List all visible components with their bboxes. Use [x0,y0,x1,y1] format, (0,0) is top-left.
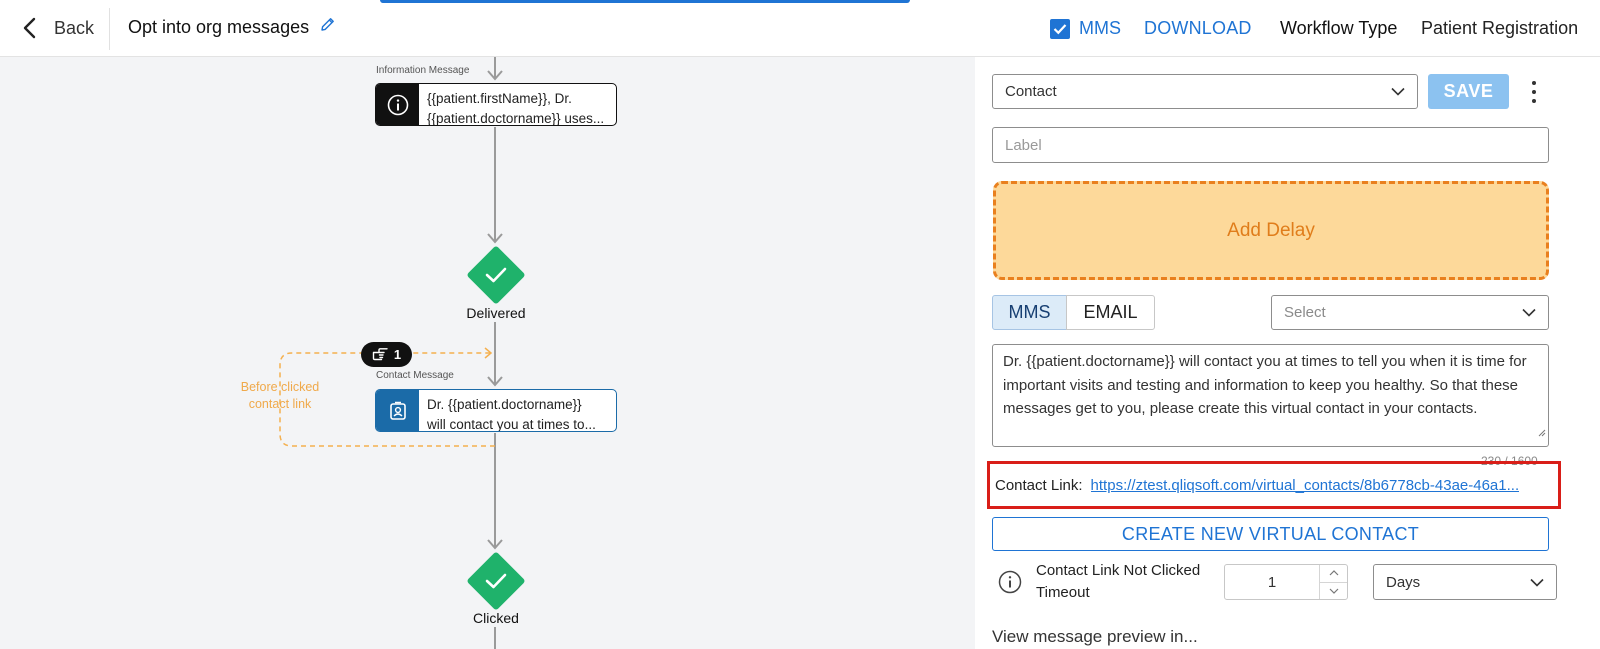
mms-checkbox[interactable]: MMS [1050,18,1121,39]
flow-connectors [279,57,503,649]
checkbox-checked-icon [1050,18,1070,39]
information-message-node[interactable]: {{patient.firstName}}, Dr. {{patient.doc… [375,83,617,126]
loading-bar [380,0,910,3]
information-message-text: {{patient.firstName}}, Dr. [427,91,572,106]
pencil-icon[interactable] [319,16,336,38]
click-count: 1 [393,347,402,362]
timeout-label: Contact Link Not Clicked Timeout [1036,562,1201,601]
create-virtual-contact-button[interactable]: CREATE NEW VIRTUAL CONTACT [992,517,1549,551]
tab-mms[interactable]: MMS [992,295,1067,330]
workflow-canvas[interactable]: Information Message {{patient.firstName}… [0,57,975,649]
clicked-label: Clicked [473,610,519,626]
timeout-unit-value: Days [1386,573,1421,591]
tab-email[interactable]: EMAIL [1066,295,1155,330]
add-delay-button[interactable]: Add Delay [993,181,1549,280]
message-preview-label: View message preview in... [992,627,1198,646]
node-type-value: Contact [1005,83,1057,100]
more-options-icon[interactable] [1526,75,1542,109]
workflow-type-value: Patient Registration [1421,18,1579,38]
pointing-hand-icon [372,346,389,364]
top-bar: Back Opt into org messages MMS DOWNLOAD … [0,0,1600,57]
contact-message-node[interactable]: Dr. {{patient.doctorname}} will contact … [375,389,617,432]
delivered-label: Delivered [466,305,526,321]
contact-card-icon [376,390,419,431]
timeout-value[interactable]: 1 [1267,573,1277,591]
download-button[interactable]: DOWNLOAD [1144,18,1252,38]
click-count-badge: 1 [361,342,412,367]
workflow-type-label: Workflow Type [1280,18,1398,38]
mms-checkbox-label: MMS [1079,18,1121,38]
contact-message-caption: Contact Message [376,370,454,381]
contact-message-text: will contact you at times to... [427,417,596,431]
chevron-down-icon [1530,574,1544,591]
chevron-down-icon[interactable] [1320,581,1347,600]
contact-link-row: Contact Link: https://ztest.qliqsoft.com… [987,461,1561,509]
information-message-text: {{patient.doctorname}} uses... [427,111,605,125]
contact-message-text: Dr. {{patient.doctorname}} [427,397,582,412]
back-label: Back [54,17,95,38]
check-icon [475,254,517,296]
resize-handle-icon[interactable] [1537,421,1546,445]
message-textarea[interactable]: Dr. {{patient.doctorname}} will contact … [992,344,1549,447]
template-select[interactable]: Select [1271,295,1549,330]
information-message-caption: Information Message [376,65,470,76]
before-clicked-label: Before clicked contact link [240,380,320,411]
timeout-stepper[interactable]: 1 [1224,564,1348,600]
save-button[interactable]: SAVE [1428,74,1509,109]
chevron-left-icon [22,17,36,39]
timeout-unit-select[interactable]: Days [1373,564,1557,600]
chevron-up-icon[interactable] [1320,565,1347,582]
template-select-placeholder: Select [1284,304,1326,321]
info-icon[interactable] [998,570,1022,599]
info-icon [376,84,419,125]
check-icon [475,560,517,602]
divider [109,8,110,50]
label-input[interactable]: Label [992,127,1549,163]
node-settings-panel: Contact SAVE Label Add Delay MMS EMAIL S… [975,57,1600,649]
node-type-select[interactable]: Contact [992,74,1418,109]
workflow-title: Opt into org messages [128,16,310,37]
chevron-down-icon [1522,304,1536,321]
contact-link-label: Contact Link: [995,476,1083,494]
chevron-down-icon [1391,83,1405,100]
message-text: Dr. {{patient.doctorname}} will contact … [1003,353,1527,417]
contact-link-url[interactable]: https://ztest.qliqsoft.com/virtual_conta… [1090,476,1520,494]
back-button[interactable]: Back [22,12,94,44]
